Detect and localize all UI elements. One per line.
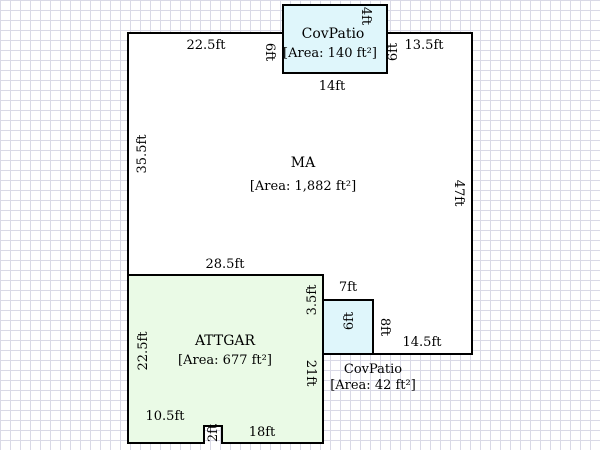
dim-main-top-left: 22.5ft [187, 38, 227, 53]
dim-garage-step: 7ft [339, 280, 358, 295]
main-area-name: MA [291, 155, 316, 171]
dim-patio-top-bottom: 14ft [319, 79, 346, 94]
side-patio-outline[interactable] [322, 299, 374, 355]
side-patio-area: [Area: 42 ft²] [330, 378, 416, 393]
dim-main-left: 35.5ft [135, 134, 150, 174]
main-area-area: [Area: 1,882 ft²] [250, 179, 356, 194]
dim-main-right: 47ft [451, 180, 466, 207]
dim-garage-bottom-left: 10.5ft [146, 409, 186, 424]
dim-patio-top-right: 6ft [386, 42, 401, 61]
dim-side-patio-depth: 8ft [377, 318, 392, 337]
garage-name: ATTGAR [194, 333, 256, 349]
dim-patio-top-corner: 4ft [358, 7, 373, 26]
side-patio-name: CovPatio [344, 362, 402, 377]
dim-main-top-right: 13.5ft [405, 38, 445, 53]
garage-outline[interactable] [127, 274, 324, 444]
dim-main-bottom-right: 14.5ft [403, 335, 443, 350]
dim-side-patio-width: 6ft [342, 311, 357, 330]
dim-main-bottom: 28.5ft [206, 257, 246, 272]
dim-garage-right: 21ft [303, 360, 318, 387]
dim-patio-top-left: 6ft [262, 43, 277, 62]
dim-garage-notch: 2ft [206, 423, 221, 442]
garage-area: [Area: 677 ft²] [178, 353, 272, 368]
top-patio-name: CovPatio [302, 26, 365, 42]
dim-garage-bottom: 18ft [249, 425, 276, 440]
dim-garage-left: 22.5ft [136, 331, 151, 371]
top-patio-area: [Area: 140 ft²] [283, 46, 377, 61]
top-patio-outline[interactable] [282, 4, 388, 74]
dim-garage-step-vert: 3.5ft [305, 284, 320, 315]
